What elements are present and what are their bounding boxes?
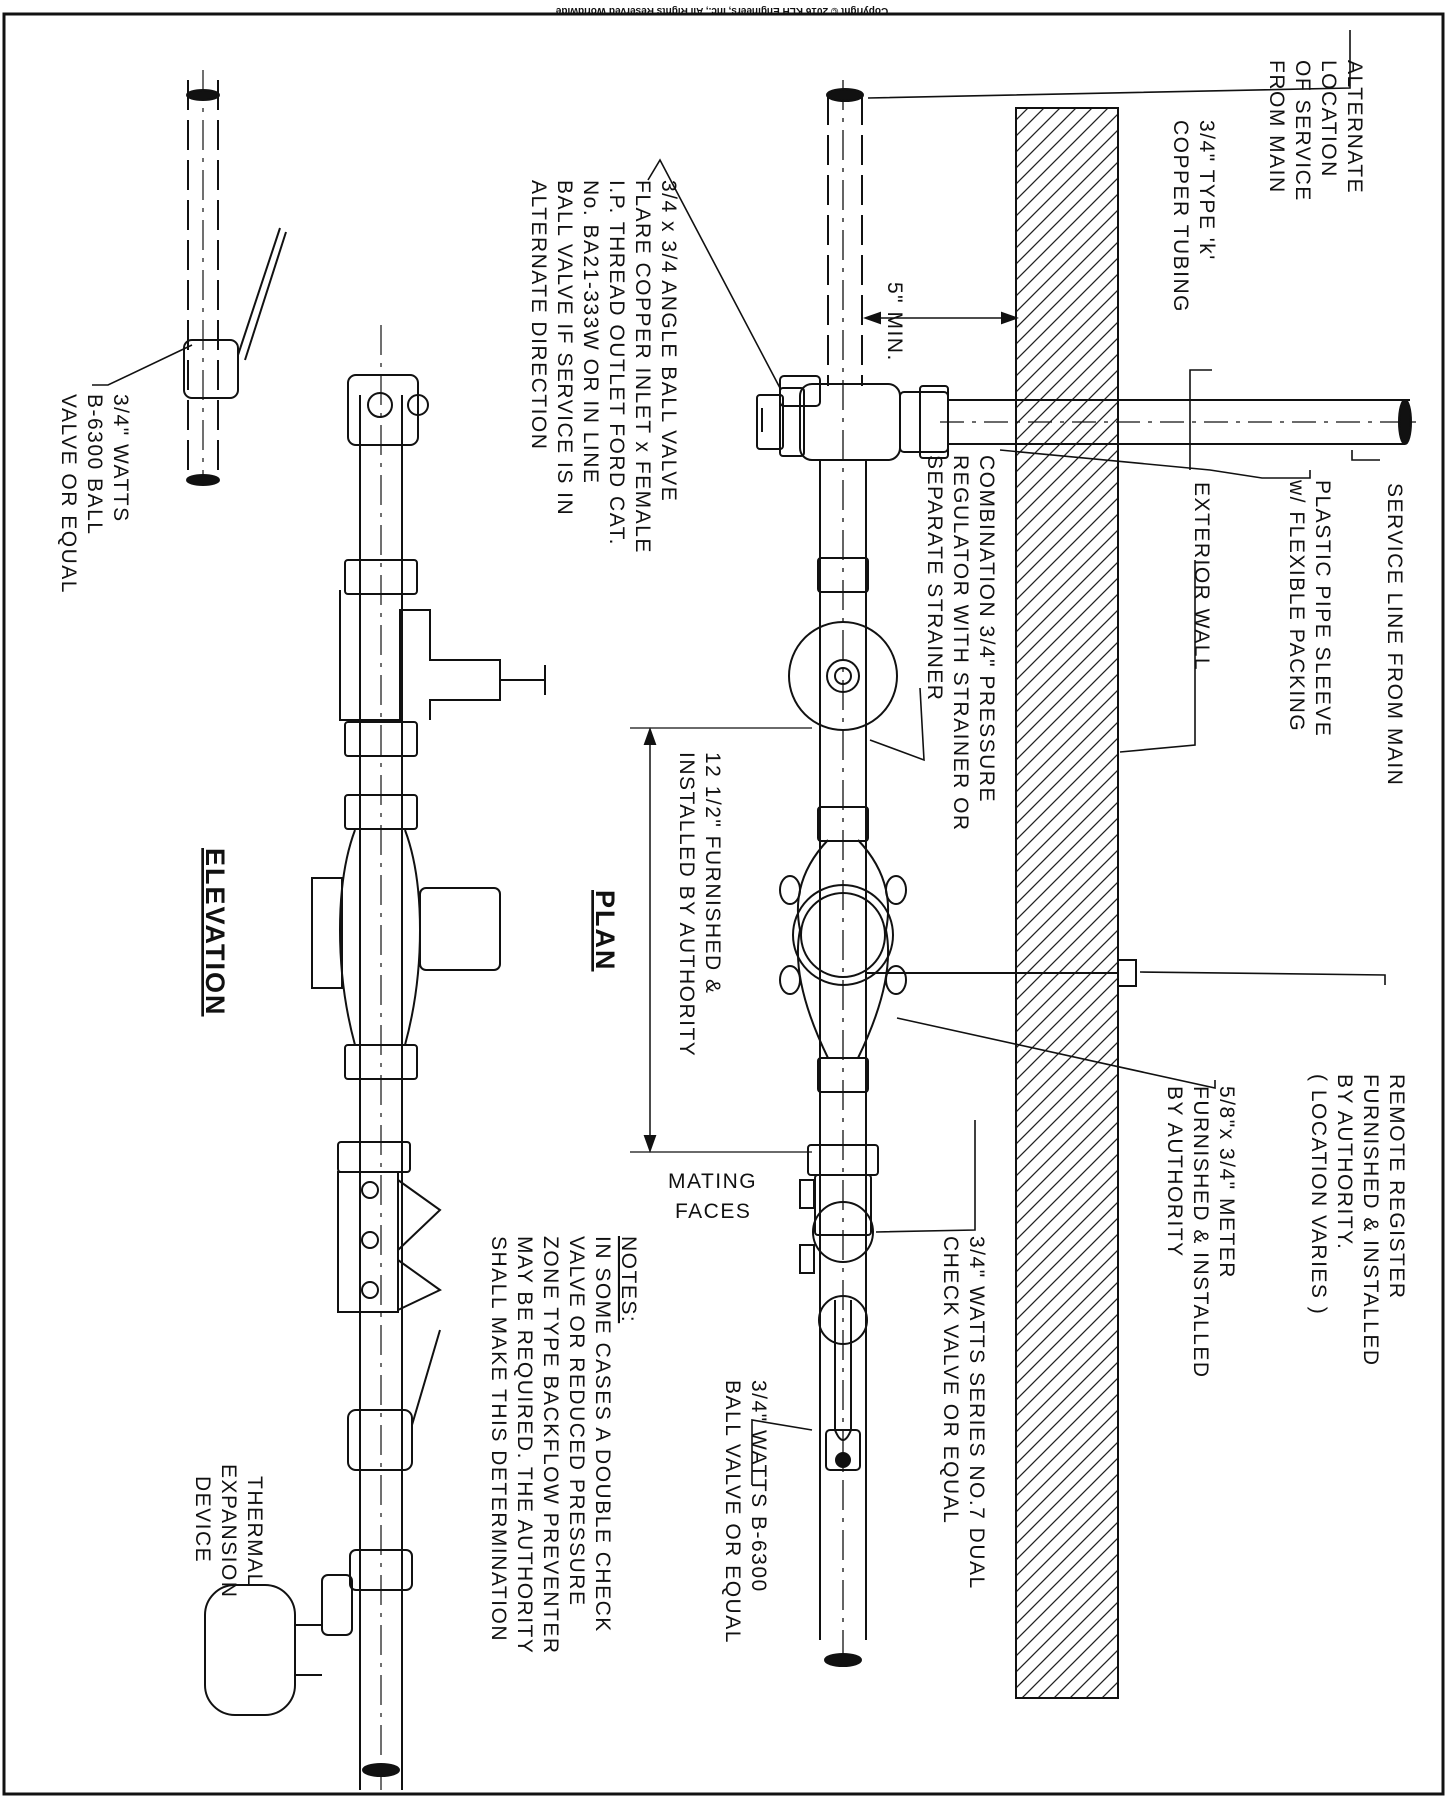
labels: ALTERNATE LOCATION OF SERVICE FROM MAIN …: [57, 60, 1408, 1655]
ball-valve-elev-3: VALVE OR EQUAL: [57, 394, 80, 594]
meter-1: 5/8"x 3/4" METER: [1215, 1086, 1238, 1279]
furnished-length-2: INSTALLED BY AUTHORITY: [675, 752, 698, 1057]
exterior-wall: [1015, 107, 1119, 1699]
sheet-border: [2, 12, 1445, 1796]
ball-valve-elev: [347, 1409, 413, 1471]
plan-view: [630, 80, 1418, 1699]
thermal-device-3: DEVICE: [191, 1476, 214, 1563]
regulator-1: COMBINATION 3/4" PRESSURE: [975, 455, 998, 803]
check-valve-1: 3/4" WATTS SERIES NO.7 DUAL: [965, 1236, 988, 1590]
pipe-end-service: [1398, 399, 1412, 445]
remote-register-4: ( LOCATION VARIES ): [1307, 1074, 1330, 1315]
plastic-sleeve-2: w/ FLEXIBLE PACKING: [1285, 479, 1308, 732]
angle-valve-elev: [347, 374, 419, 446]
alternate-location-1: ALTERNATE: [1343, 60, 1366, 194]
plastic-sleeve-1: PLASTIC PIPE SLEEVE: [1311, 480, 1334, 737]
angle-valve-3: I.P. THREAD OUTLET FORD CAT.: [605, 180, 628, 546]
notes-line-3: ZONE TYPE BACKFLOW PREVENTER: [539, 1236, 562, 1655]
angle-valve-4: No. BA21-333W OR IN LINE: [579, 180, 602, 484]
ball-valve-plan-2: BALL VALVE OR EQUAL: [721, 1380, 744, 1644]
notes-line-4: MAY BE REQUIRED. THE AUTHORITY: [513, 1236, 536, 1654]
min-clearance-label: 5" MIN.: [883, 282, 906, 362]
thermal-device-2: EXPANSION: [217, 1464, 240, 1598]
ball-valve-elev-2: B-6300 BALL: [83, 394, 106, 535]
copper-tubing-2: COPPER TUBING: [1169, 120, 1192, 313]
angle-valve-1: 3/4 x 3/4 ANGLE BALL VALVE: [657, 180, 680, 502]
alternate-location-2: LOCATION: [1317, 60, 1340, 178]
angle-valve-2: FLARE COPPER INLET x FEMALE: [631, 180, 654, 554]
alternate-location-3: OF SERVICE: [1291, 60, 1314, 202]
meter-3: BY AUTHORITY: [1163, 1086, 1186, 1258]
notes-line-2: VALVE OR REDUCED PRESSURE: [565, 1236, 588, 1606]
meter-2: FURNISHED & INSTALLED: [1189, 1086, 1212, 1379]
notes-title: NOTES:: [617, 1236, 640, 1323]
remote-register: [1117, 959, 1137, 987]
thermal-device-1: THERMAL: [243, 1476, 266, 1587]
regulator-2: REGULATOR WITH STRAINER OR: [949, 455, 972, 832]
check-valve-elev: [397, 1179, 442, 1311]
angle-valve-5: BALL VALVE IF SERVICE IS IN: [553, 180, 576, 516]
elevation-title: ELEVATION: [200, 848, 230, 1017]
remote-register-2: FURNISHED & INSTALLED: [1359, 1074, 1382, 1367]
angle-valve-6: ALTERNATE DIRECTION: [527, 180, 550, 450]
remote-register-3: BY AUTHORITY.: [1333, 1074, 1356, 1250]
mating-faces-2: FACES: [675, 1200, 751, 1223]
leader-lines: [92, 30, 1386, 1485]
ball-valve-elev-1: 3/4" WATTS: [109, 394, 132, 523]
exterior-wall-label: EXTERIOR WALL: [1190, 482, 1213, 671]
ball-valve-plan: [818, 1295, 868, 1345]
copper-tubing-1: 3/4" TYPE 'k': [1195, 120, 1218, 261]
notes-line-1: IN SOME CASES A DOUBLE CHECK: [591, 1236, 614, 1633]
notes-line-5: SHALL MAKE THIS DETERMINATION: [487, 1236, 510, 1642]
thermal-expansion-tank: [204, 1584, 296, 1716]
meter-elev: [338, 829, 422, 1046]
remote-register-1: REMOTE REGISTER: [1385, 1074, 1408, 1300]
regulator-elev: [339, 590, 501, 721]
mating-faces-1: MATING: [668, 1170, 757, 1193]
ball-valve-plan-1: 3/4" WATTS B-6300: [747, 1380, 770, 1593]
pressure-regulator: [788, 621, 898, 731]
elevation-view: [183, 70, 546, 1790]
copyright-text: Copyright © 2016 KLH Engineers, Inc., Al…: [555, 5, 888, 16]
furnished-length-1: 12 1/2" FURNISHED &: [701, 752, 724, 995]
service-line-label: SERVICE LINE FROM MAIN: [1383, 483, 1406, 786]
alternate-location-4: FROM MAIN: [1265, 60, 1288, 194]
check-valve: [812, 1201, 874, 1263]
plan-title: PLAN: [590, 890, 620, 972]
meter-body: [796, 839, 890, 1059]
regulator-3: SEPARATE STRAINER: [923, 455, 946, 701]
ball-valve-elev-detail: [183, 339, 239, 399]
check-valve-2: CHECK VALVE OR EQUAL: [939, 1236, 962, 1524]
